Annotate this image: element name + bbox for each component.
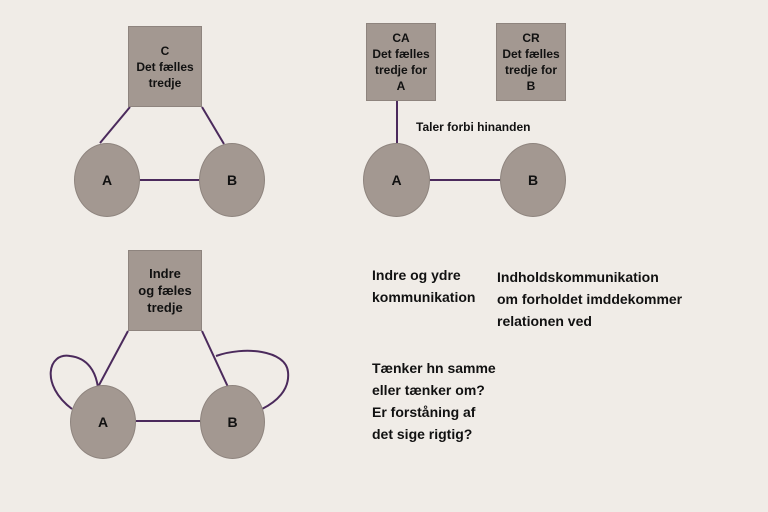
node-b-3: B <box>200 385 265 459</box>
box-inner-shared: Indre og fæles tredje <box>128 250 202 331</box>
line-c-to-b <box>201 106 225 145</box>
node-b: B <box>199 143 265 217</box>
line-box-to-b <box>201 330 229 388</box>
line-c-to-a <box>99 106 131 144</box>
caption-talking-past: Taler forbi hinanden <box>416 120 531 134</box>
self-loop-b <box>215 349 290 410</box>
node-a-3: A <box>70 385 136 459</box>
text-content-communication: Indholdskommunikation om forholdet imdde… <box>497 269 683 329</box>
box-cr: CR Det fælles tredje for B <box>496 23 566 101</box>
text-questions-1: Tænker hn samme eller tænker om? <box>372 360 496 398</box>
node-a-2: A <box>363 143 430 217</box>
text-questions-2: Er forståning af det sige rigtig? <box>372 404 476 442</box>
text-inner-outer: Indre og ydre kommunikation <box>372 267 476 305</box>
node-a: A <box>74 143 140 217</box>
box-c: C Det fælles tredje <box>128 26 202 107</box>
box-ca: CA Det fælles tredje for A <box>366 23 436 101</box>
line-box-to-a <box>97 330 129 388</box>
self-loop-a <box>49 354 99 410</box>
node-b-2: B <box>500 143 566 217</box>
